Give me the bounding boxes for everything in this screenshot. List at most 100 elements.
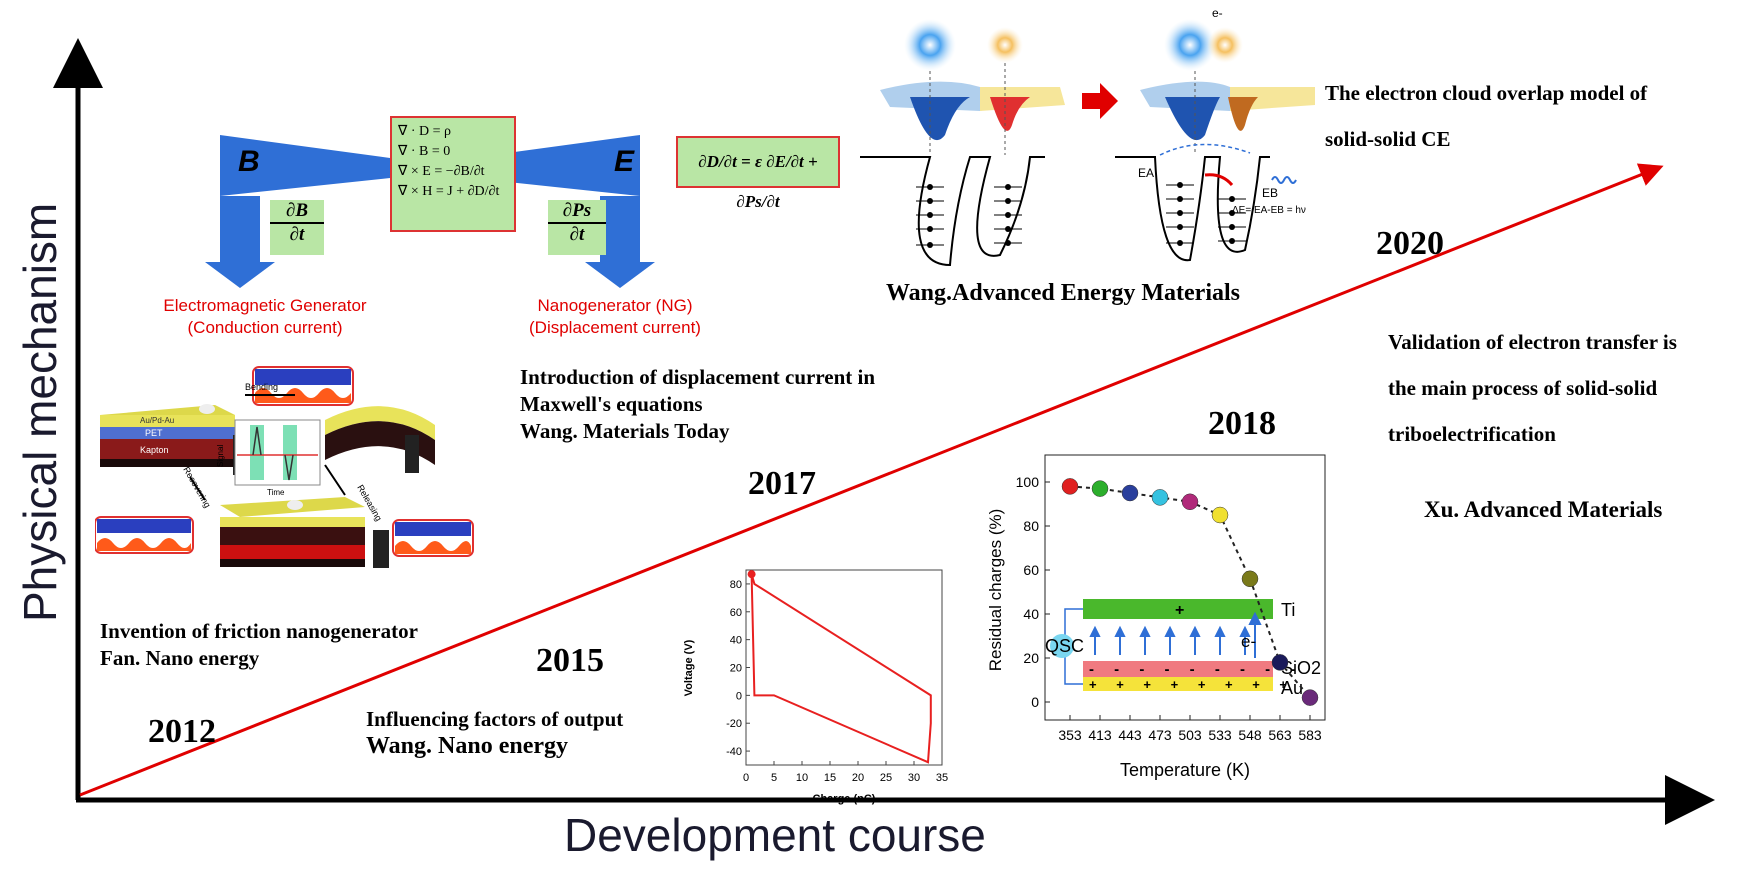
caption-2015-line1: Influencing factors of output	[366, 707, 624, 731]
label-time: Time	[267, 488, 285, 497]
wells-right	[1115, 156, 1270, 262]
electron-dot	[1229, 238, 1235, 244]
cv-y-tick-label: 80	[730, 579, 742, 591]
caption-2012: Invention of friction nanogenerator Fan.…	[100, 618, 418, 672]
cv-y-label: Voltage (V)	[683, 639, 695, 696]
trend-arrow	[79, 163, 1664, 797]
electron-dot	[1229, 224, 1235, 230]
rc-inset: + Ti SiO2 Au - - - - - - - - - + + + + +…	[1045, 599, 1321, 698]
cv-start-point	[747, 570, 756, 579]
caption-2017-line2: Maxwell's equations	[520, 392, 703, 416]
inset-ti: Ti	[1281, 600, 1295, 620]
caption-2015-line2: Wang. Nano energy	[366, 733, 569, 759]
rc-data-point	[1271, 654, 1289, 671]
year-2015: 2015	[536, 642, 604, 679]
rc-y-tick-label: 20	[1023, 650, 1039, 666]
electron-dot	[927, 212, 933, 218]
label-releasing: Releasing	[355, 483, 384, 523]
electron-dot	[1005, 240, 1011, 246]
rc-data-point	[1091, 480, 1109, 497]
caption-2015: Influencing factors of output Wang. Nano…	[366, 706, 623, 760]
rc-x-tick-label: 473	[1148, 727, 1172, 743]
inset-au: Au	[1281, 678, 1303, 698]
label-au: Au/Pd-Au	[140, 416, 174, 425]
rc-data-point	[1121, 484, 1139, 502]
emg-line2: (Conduction current)	[187, 318, 343, 337]
cv-y-tick-label: -40	[726, 746, 742, 758]
caption-2017: Introduction of displacement current in …	[520, 364, 875, 445]
rc-data-point	[1061, 478, 1079, 495]
rc-x-tick-label: 548	[1238, 727, 1262, 743]
dB-num: ∂B	[270, 200, 324, 224]
label-delta-e: ΔE= EA-EB = hν	[1232, 205, 1306, 216]
dPs-dt: ∂Ps ∂t	[548, 200, 606, 255]
caption-2012-line2: Fan. Nano energy	[100, 646, 260, 670]
inset-qsc: QSC	[1045, 636, 1084, 656]
electron-dot	[1005, 184, 1011, 190]
rc-data-point	[1301, 689, 1319, 706]
dPs-num: ∂Ps	[548, 200, 606, 224]
ng-line1: Nanogenerator (NG)	[537, 296, 693, 315]
b-funnel	[220, 135, 390, 196]
caption-2018-line3: triboelectrification	[1388, 422, 1556, 446]
eq-4: ∇ × H = J + ∂D/∂t	[398, 184, 500, 199]
emg-line1: Electromagnetic Generator	[163, 296, 367, 315]
zoom-box-left	[95, 516, 194, 554]
device-bent	[325, 406, 435, 473]
caption-2018: Validation of electron transfer is the m…	[1388, 319, 1677, 457]
cv-x-tick-label: 35	[936, 772, 948, 784]
rc-y-tick-label: 60	[1023, 562, 1039, 578]
label-ea: EA	[1138, 166, 1154, 180]
transition-arrow	[1082, 83, 1118, 119]
device-bottom	[220, 497, 389, 568]
inset-side-arrowhead	[1248, 611, 1262, 625]
cv-y-tick-label: -20	[726, 718, 742, 730]
caption-2018-line2: the main process of solid-solid	[1388, 376, 1658, 400]
electron-dot	[1177, 224, 1183, 230]
electron-dot	[927, 198, 933, 204]
electron-dot	[1229, 210, 1235, 216]
year-2018: 2018	[1208, 405, 1276, 442]
dB-den: ∂t	[289, 224, 305, 245]
rc-data-point	[1211, 506, 1229, 524]
cv-y-tick-label: 60	[730, 607, 742, 619]
electron-dot	[1005, 198, 1011, 204]
eq-3: ∇ × E = −∂B/∂t	[398, 164, 485, 179]
electron-dot	[927, 226, 933, 232]
rc-x-tick-label: 413	[1088, 727, 1112, 743]
inset-electron-arrowhead	[1139, 625, 1151, 637]
cv-x-label: Charge (nC)	[813, 793, 876, 805]
rc-x-tick-label: 583	[1298, 727, 1322, 743]
inset-electron-arrowhead	[1089, 625, 1101, 637]
electron-dot	[1177, 182, 1183, 188]
inset-sio2: SiO2	[1281, 658, 1321, 678]
rc-data-point	[1151, 489, 1169, 506]
inset-sign-top: +	[1175, 602, 1184, 619]
maxwell-equations: ∇ · D = ρ ∇ · B = 0 ∇ × E = −∂B/∂t ∇ × H…	[390, 116, 516, 232]
x-axis-title: Development course	[564, 809, 986, 861]
cv-x-tick-label: 20	[852, 772, 864, 784]
cv-y-tick-label: 20	[730, 663, 742, 675]
electron-dot	[1177, 196, 1183, 202]
caption-2017-line3: Wang. Materials Today	[520, 419, 730, 443]
cv-x-tick-label: 0	[743, 772, 749, 784]
emg-label: Electromagnetic Generator (Conduction cu…	[140, 295, 390, 339]
caption-2020-line2: solid-solid CE	[1325, 127, 1451, 151]
label-bending: Bending	[245, 382, 278, 392]
rc-x-tick-label: 353	[1058, 727, 1082, 743]
inset-electron-arrowhead	[1164, 625, 1176, 637]
inset-electron: e-	[1241, 632, 1256, 651]
caption-2012-line1: Invention of friction nanogenerator	[100, 619, 418, 643]
year-2020: 2020	[1376, 225, 1444, 262]
electron-symbol: e-	[1212, 6, 1223, 20]
cv-x-tick-label: 15	[824, 772, 836, 784]
caption-2018-ref: Xu. Advanced Materials	[1424, 497, 1663, 522]
dPs-den: ∂t	[569, 224, 585, 245]
cv-y-tick-label: 0	[736, 690, 742, 702]
rc-y-tick-label: 40	[1023, 606, 1039, 622]
label-signal: Signal	[216, 445, 225, 467]
inset-electron-arrowhead	[1239, 625, 1251, 637]
